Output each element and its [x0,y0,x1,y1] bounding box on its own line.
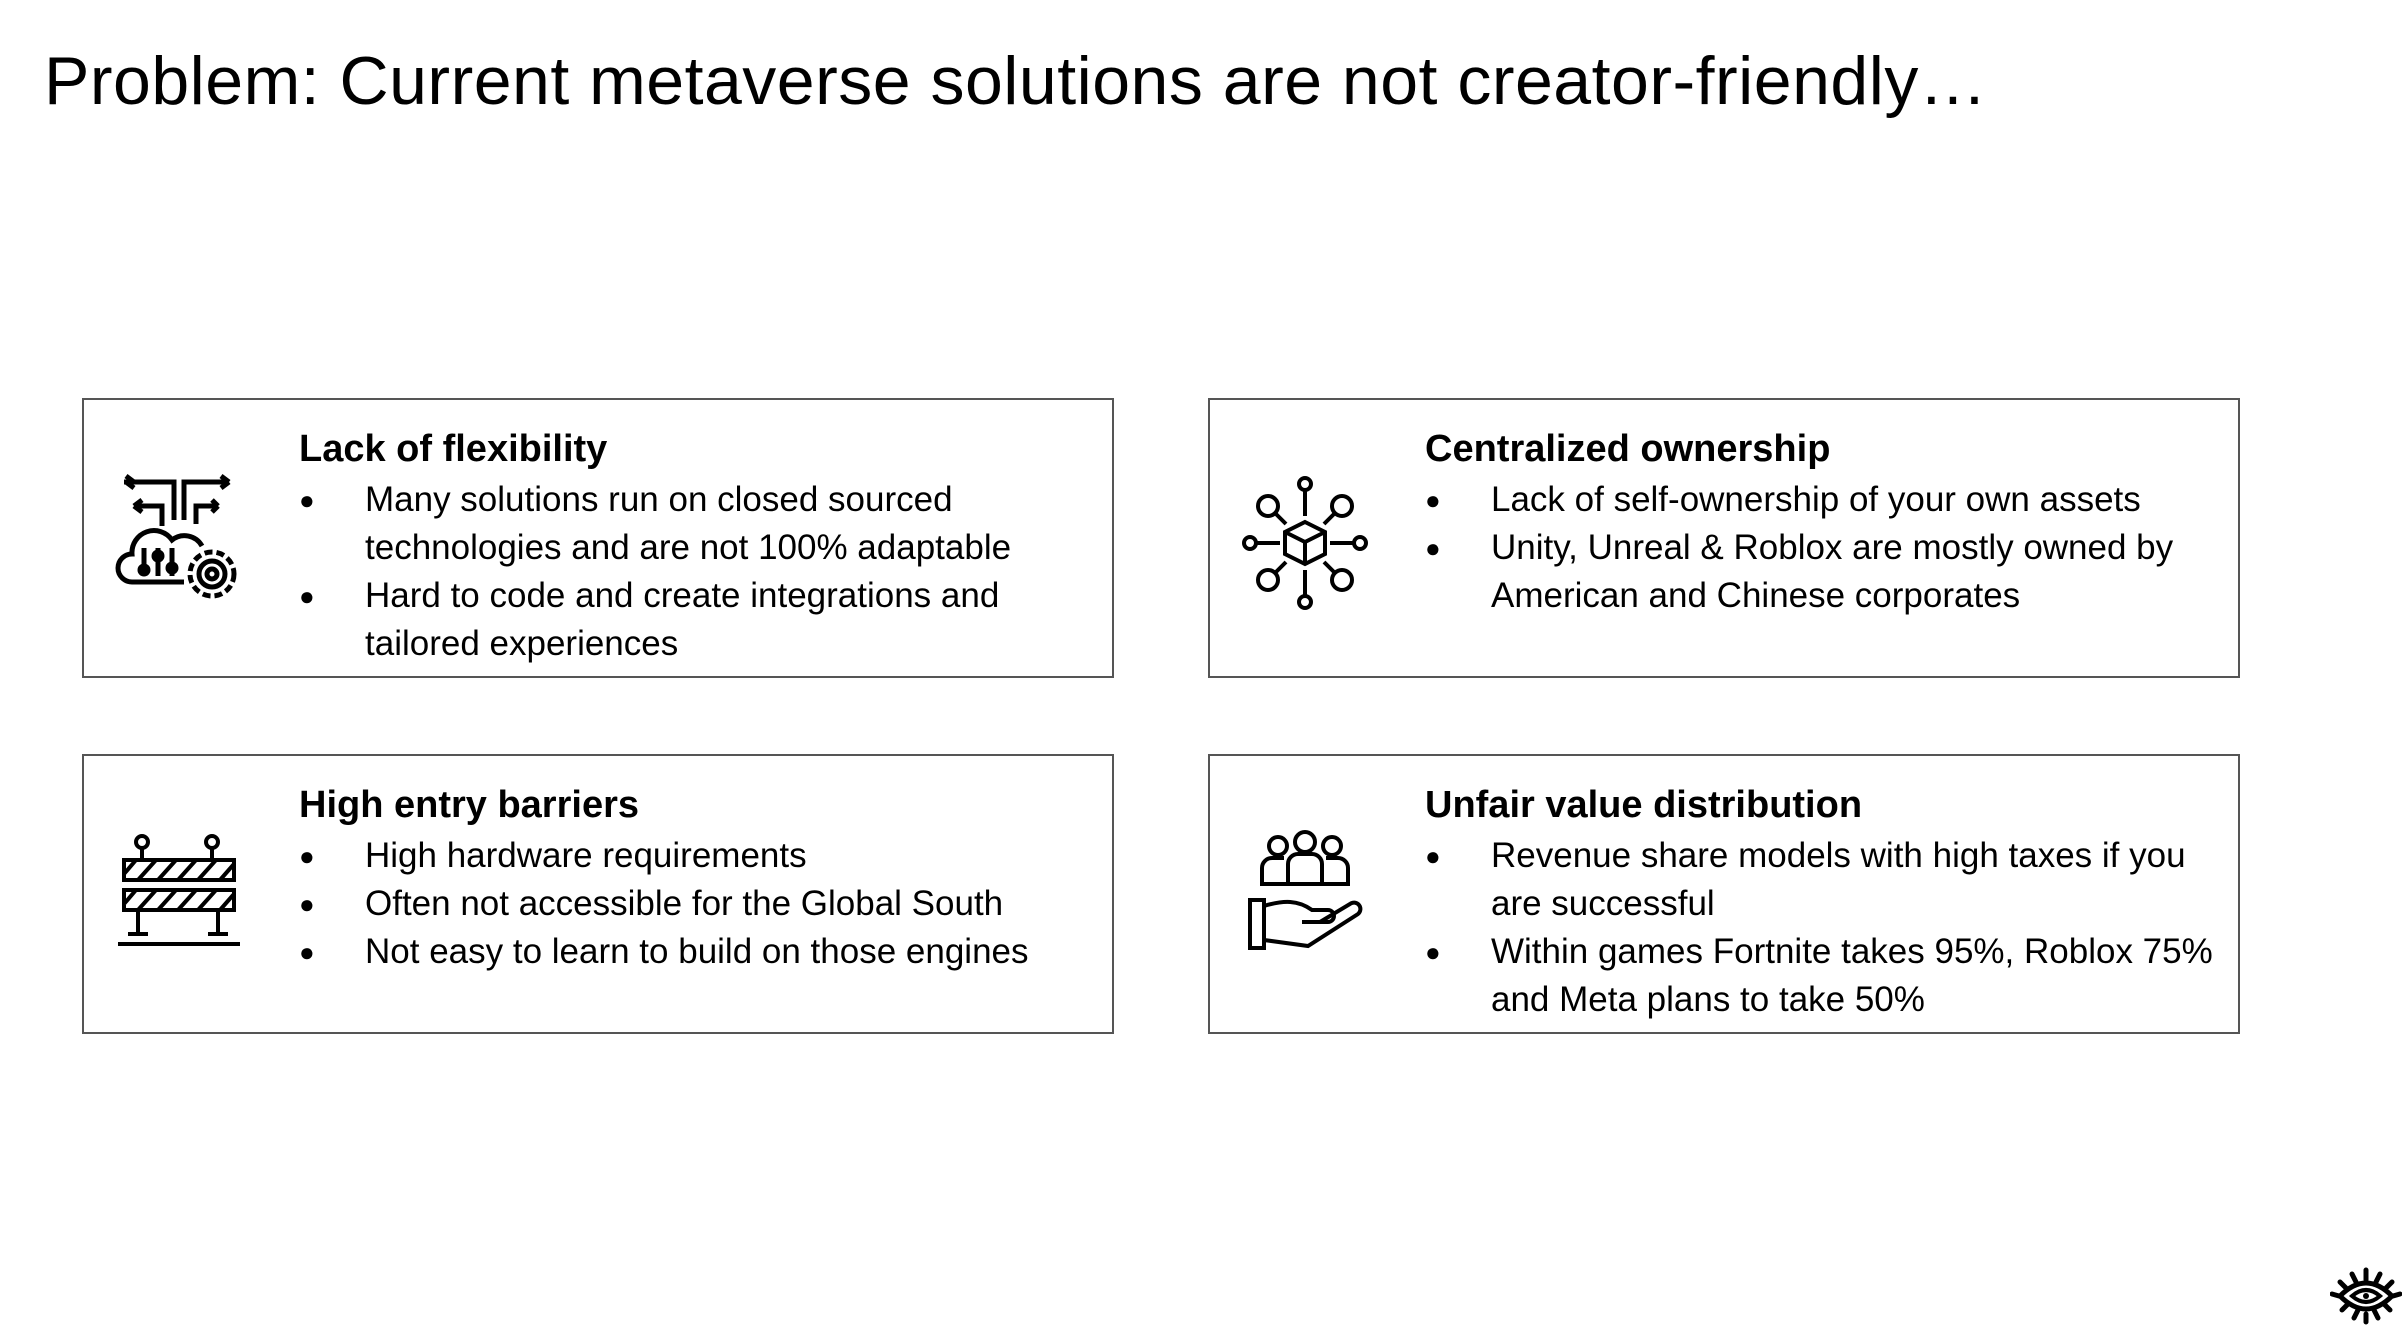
bullet-item: Many solutions run on closed sourced tec… [299,476,1105,572]
bullet-list: Revenue share models with high taxes if … [1425,832,2231,1024]
bullet-item: Unity, Unreal & Roblox are mostly owned … [1425,524,2231,620]
card-heading: Lack of flexibility [299,428,608,470]
bullet-item: Within games Fortnite takes 95%, Roblox … [1425,928,2231,1024]
bullet-item: Lack of self-ownership of your own asset… [1425,476,2231,524]
bullet-item: Revenue share models with high taxes if … [1425,832,2231,928]
hand-people-icon [1248,830,1363,950]
card-unfair-value-distribution: Unfair value distribution Revenue share … [1208,754,2240,1034]
bullet-item: High hardware requirements [299,832,1105,880]
bullet-item: Hard to code and create integrations and… [299,572,1105,668]
card-high-entry-barriers: High entry barriers High hardware requir… [82,754,1114,1034]
network-cube-icon [1242,476,1368,610]
bullet-list: Many solutions run on closed sourced tec… [299,476,1105,668]
barrier-icon [118,834,240,946]
page-title: Problem: Current metaverse solutions are… [44,43,1988,119]
card-centralized-ownership: Centralized ownership Lack of self-owner… [1208,398,2240,678]
bullet-list: High hardware requirements Often not acc… [299,832,1105,976]
card-heading: Centralized ownership [1425,428,1831,470]
card-heading: High entry barriers [299,784,639,826]
bullet-item: Often not accessible for the Global Sout… [299,880,1105,928]
bullet-item: Not easy to learn to build on those engi… [299,928,1105,976]
eye-logo-icon [2330,1267,2402,1325]
bullet-list: Lack of self-ownership of your own asset… [1425,476,2231,620]
card-lack-of-flexibility: Lack of flexibility Many solutions run o… [82,398,1114,678]
card-heading: Unfair value distribution [1425,784,1863,826]
cloud-gear-arrows-icon [115,474,237,599]
